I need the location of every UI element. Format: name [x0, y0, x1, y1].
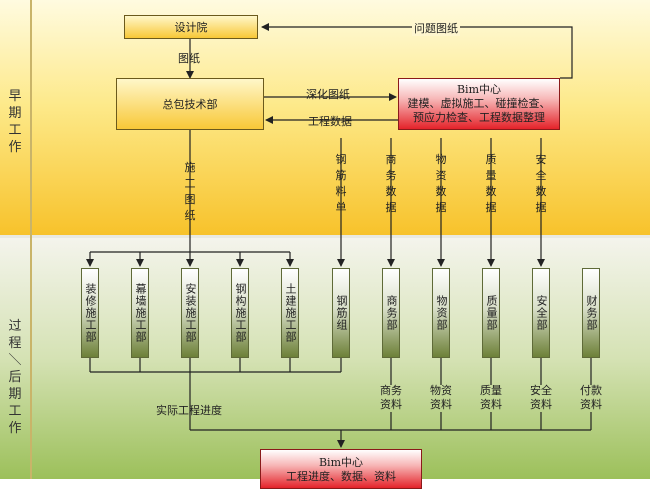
- material-docs-label: 物资资料: [430, 384, 452, 411]
- quality-dept: 质量部: [482, 268, 500, 358]
- bim-center-top-box: Bim中心 建模、虚拟施工、碰撞检查、 预应力检查、工程数据整理: [398, 78, 560, 130]
- late-phase-label: 过程＼后期工作: [8, 319, 22, 436]
- installation-dept: 安装施工部: [181, 268, 199, 358]
- finance-dept: 财务部: [582, 268, 600, 358]
- actual-progress-label: 实际工程进度: [156, 404, 222, 417]
- bim-top-line2: 预应力检查、工程数据整理: [413, 111, 545, 124]
- rebar-list-label: 钢筋料单: [335, 153, 347, 214]
- decoration-dept: 装修施工部: [81, 268, 99, 358]
- material-dept: 物资部: [432, 268, 450, 358]
- side-divider: [30, 0, 32, 479]
- bim-top-title: Bim中心: [456, 83, 502, 96]
- business-dept: 商务部: [382, 268, 400, 358]
- bim-bottom-title: Bim中心: [318, 456, 364, 469]
- flow-connectors: [86, 23, 592, 448]
- business-docs-label: 商务资料: [380, 384, 402, 411]
- safety-docs-label: 安全资料: [530, 384, 552, 411]
- bim-center-bottom-box: Bim中心 工程进度、数据、资料: [260, 449, 422, 489]
- civil-construction-dept: 土建施工部: [281, 268, 299, 358]
- rebar-group: 钢筋组: [332, 268, 350, 358]
- quality-data-label: 质量数据: [485, 153, 497, 214]
- steel-structure-dept: 钢构施工部: [231, 268, 249, 358]
- general-contractor-tech-box: 总包技术部: [116, 78, 264, 130]
- safety-data-label: 安全数据: [535, 153, 547, 214]
- payment-docs-label: 付款资料: [580, 384, 602, 411]
- design-institute-box: 设计院: [124, 15, 258, 39]
- early-phase-label: 早期工作: [8, 89, 22, 155]
- quality-docs-label: 质量资料: [480, 384, 502, 411]
- deepened-drawings-label: 深化图纸: [306, 88, 350, 101]
- phase-divider: [0, 235, 650, 238]
- drawings-label: 图纸: [178, 52, 200, 65]
- bim-bottom-line1: 工程进度、数据、资料: [286, 470, 396, 483]
- bim-top-line1: 建模、虚拟施工、碰撞检查、: [407, 97, 551, 110]
- safety-dept: 安全部: [532, 268, 550, 358]
- business-data-label: 商务数据: [385, 153, 397, 214]
- curtain-wall-dept: 幕墙施工部: [131, 268, 149, 358]
- material-data-label: 物资数据: [435, 153, 447, 214]
- project-data-label: 工程数据: [308, 115, 352, 128]
- issue-drawings-label: 问题图纸: [412, 20, 460, 36]
- construction-drawings-label: 施工图纸: [184, 161, 196, 222]
